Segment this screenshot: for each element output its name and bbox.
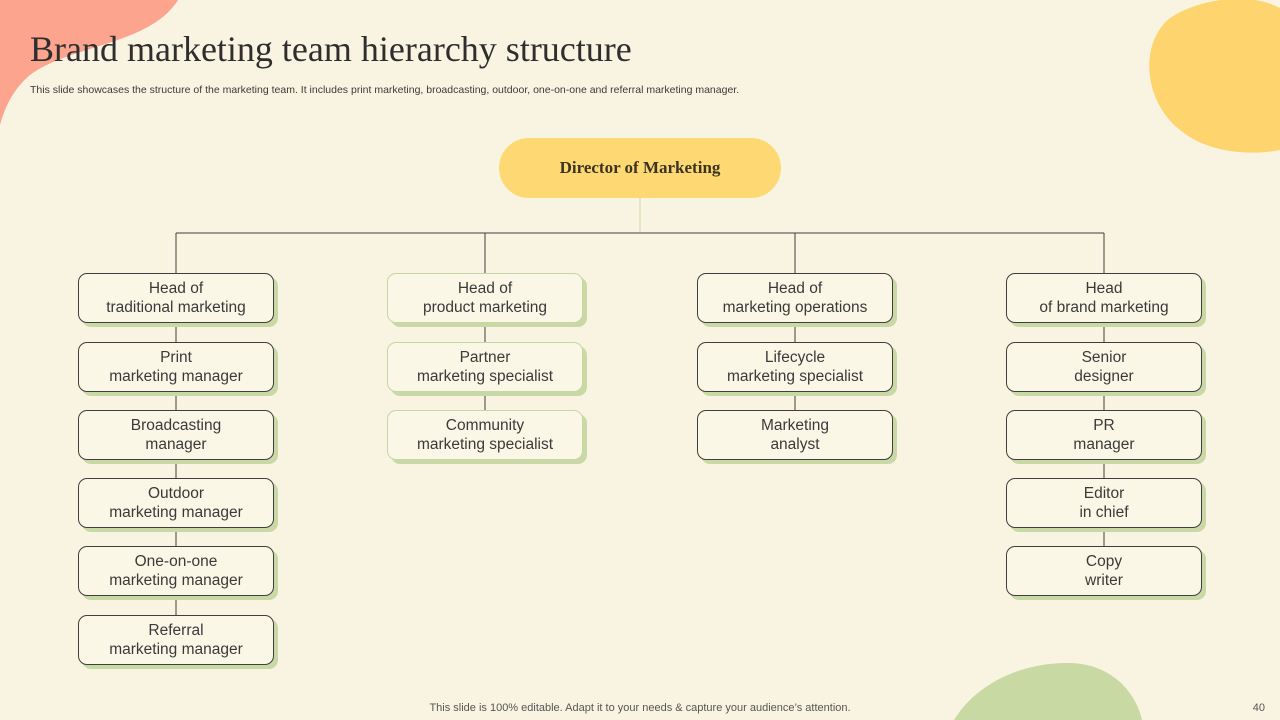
team-member-node: Senior designer — [1006, 342, 1202, 392]
department-head-node: Head of marketing operations — [697, 273, 893, 323]
node-label-line-1: Lifecycle — [764, 349, 826, 366]
slide-title: Brand marketing team hierarchy structure — [30, 29, 632, 69]
node-label-line-2: designer — [1074, 368, 1134, 385]
node-label-line-2: product marketing — [422, 299, 548, 316]
director-of-marketing-node: Director of Marketing — [499, 138, 781, 198]
team-member-node: Print marketing manager — [78, 342, 274, 392]
node-label-line-1: Outdoor — [147, 485, 204, 502]
node-label-line-1: Senior — [1081, 349, 1127, 366]
department-head-node: Head of product marketing — [387, 273, 583, 323]
node-label-line-1: Broadcasting — [130, 417, 222, 434]
node-label-line-2: in chief — [1079, 504, 1129, 521]
team-member-node: Marketing analyst — [697, 410, 893, 460]
node-label-line-2: of brand marketing — [1039, 299, 1169, 316]
node-label-line-1: Head of — [767, 280, 823, 297]
node-label-line-2: marketing manager — [109, 368, 243, 385]
node-label-line-1: Partner — [459, 349, 511, 366]
team-member-node: Partner marketing specialist — [387, 342, 583, 392]
node-label-line-2: marketing operations — [722, 299, 868, 316]
node-label-line-2: traditional marketing — [106, 299, 246, 316]
team-member-node: Editor in chief — [1006, 478, 1202, 528]
team-member-node: Referral marketing manager — [78, 615, 274, 665]
team-member-node: Copy writer — [1006, 546, 1202, 596]
node-label-line-1: Community — [445, 417, 525, 434]
page-number: 40 — [1252, 702, 1265, 714]
department-head-node: Head of traditional marketing — [78, 273, 274, 323]
node-label-line-1: Marketing — [760, 417, 830, 434]
footer-note: This slide is 100% editable. Adapt it to… — [429, 702, 851, 714]
node-label-line-1: PR — [1093, 417, 1115, 434]
node-label-line-2: marketing manager — [109, 572, 243, 589]
node-label-line-2: manager — [1073, 436, 1135, 453]
node-label-line-1: One-on-one — [134, 553, 218, 570]
team-member-node: PR manager — [1006, 410, 1202, 460]
node-label-line-2: writer — [1085, 572, 1123, 589]
node-label-line-1: Head of — [148, 280, 204, 297]
node-label-line-1: Head — [1085, 280, 1123, 297]
team-member-node: Lifecycle marketing specialist — [697, 342, 893, 392]
team-member-node: Broadcasting manager — [78, 410, 274, 460]
department-head-node: Head of brand marketing — [1006, 273, 1202, 323]
node-label-line-1: Referral — [148, 622, 204, 639]
node-label-line-2: marketing manager — [109, 641, 243, 658]
team-member-node: Outdoor marketing manager — [78, 478, 274, 528]
node-label-line-2: marketing specialist — [726, 368, 864, 385]
node-label-line-2: marketing manager — [109, 504, 243, 521]
node-label-line-1: Head of — [457, 280, 513, 297]
node-label-line-2: marketing specialist — [416, 368, 554, 385]
slide-subtitle: This slide showcases the structure of th… — [30, 84, 740, 96]
team-member-node: One-on-one marketing manager — [78, 546, 274, 596]
node-label-line-1: Print — [160, 349, 192, 366]
node-label-line-1: Copy — [1085, 553, 1123, 570]
node-label-line-1: Editor — [1083, 485, 1125, 502]
node-label-line-2: manager — [145, 436, 207, 453]
node-label-line-2: marketing specialist — [416, 436, 554, 453]
team-member-node: Community marketing specialist — [387, 410, 583, 460]
node-label-line-2: analyst — [770, 436, 820, 453]
